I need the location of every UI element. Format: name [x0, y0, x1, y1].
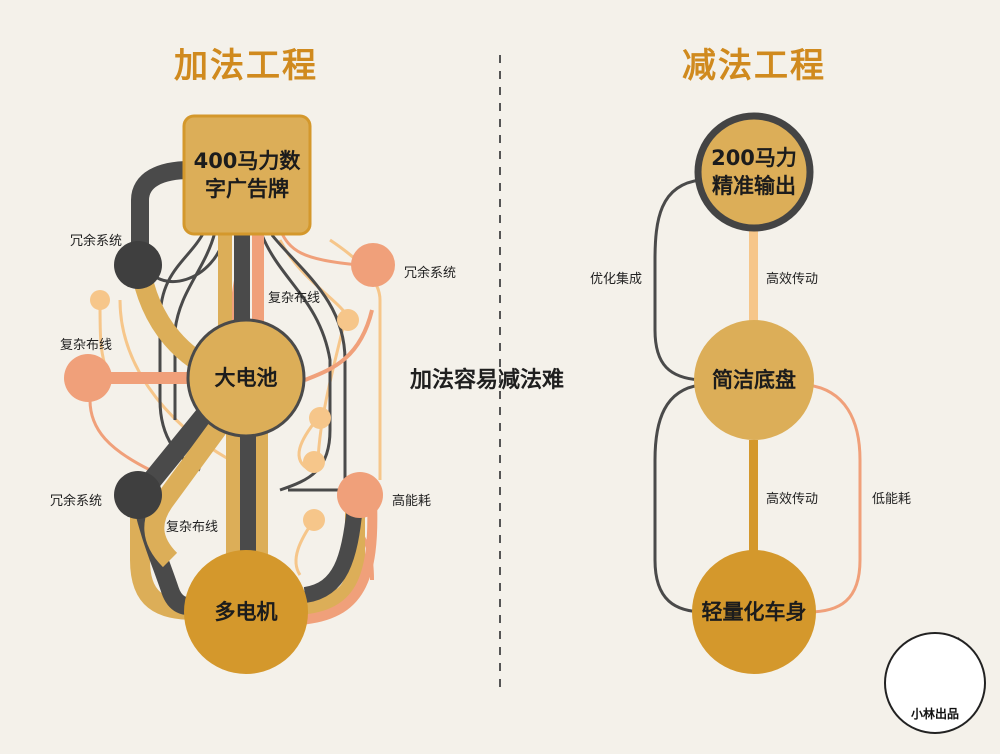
center-statement: 加法容易减法难	[410, 368, 565, 393]
billboard-label: 400马力数 字广告牌	[193, 149, 301, 201]
battery-node-shape	[186, 318, 306, 438]
motors-label: 多电机	[214, 600, 278, 624]
redundant-node-right	[351, 243, 395, 287]
label-wiring-bottom: 复杂布线	[166, 520, 219, 535]
wiring-node-left	[64, 354, 112, 402]
label-high-power: 高能耗	[392, 494, 432, 509]
label-redundant-bottom: 冗余系统	[50, 494, 103, 509]
body-node-shape	[692, 550, 816, 674]
left-title: 加法工程	[174, 46, 318, 86]
label-efficient-bottom: 高效传动	[766, 492, 819, 507]
junction-dot	[303, 509, 325, 531]
label-low-power: 低能耗	[872, 492, 912, 507]
author-badge: 小林出品	[884, 632, 986, 734]
chassis-label: 简洁底盘	[712, 368, 796, 392]
motors-node-shape	[184, 550, 308, 674]
junction-dot	[337, 309, 359, 331]
redundant-node-bottom	[114, 471, 162, 519]
junction-dot	[303, 451, 325, 473]
billboard-node-shape	[182, 114, 312, 236]
output-label: 200马力 精准输出	[711, 146, 797, 198]
badge-label: 小林出品	[910, 707, 959, 721]
battery-label: 大电池	[214, 366, 278, 390]
label-wiring-top: 复杂布线	[268, 291, 321, 306]
output-node-shape	[694, 112, 814, 232]
chassis-node-shape	[694, 320, 814, 440]
label-wiring-left: 复杂布线	[60, 338, 113, 353]
right-connections	[653, 178, 862, 614]
high-power-node	[337, 472, 383, 518]
left-connections	[88, 161, 382, 625]
label-efficient-top: 高效传动	[766, 272, 819, 287]
redundant-node-top	[114, 241, 162, 289]
body-label: 轻量化车身	[701, 600, 807, 624]
junction-dot	[309, 407, 331, 429]
label-integration: 优化集成	[590, 272, 643, 287]
junction-dot	[90, 290, 110, 310]
left-junction-dots	[90, 290, 359, 531]
label-redundant-right: 冗余系统	[404, 266, 457, 281]
right-title: 减法工程	[682, 46, 826, 86]
label-redundant-top: 冗余系统	[70, 234, 123, 249]
